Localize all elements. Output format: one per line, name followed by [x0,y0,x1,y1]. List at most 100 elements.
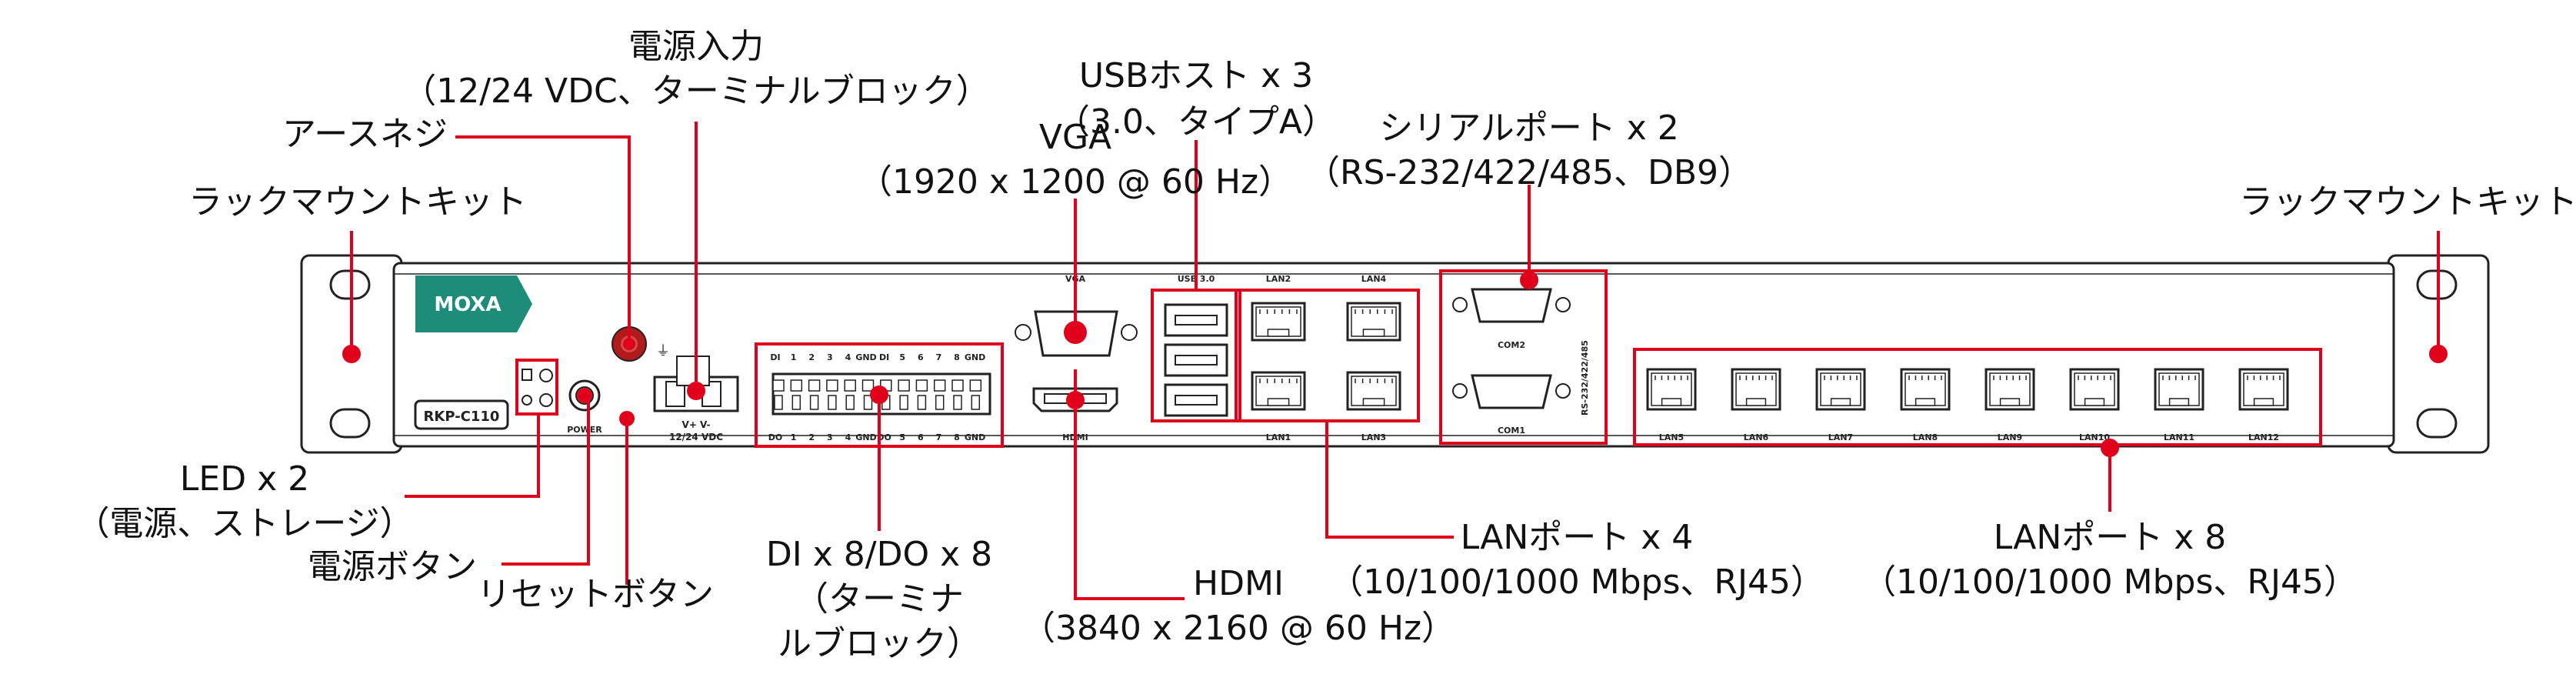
com2-text: COM2 [1498,340,1525,350]
di-pin-label: GND [965,352,985,362]
do-pin-label: 7 [936,432,942,442]
di-pin-label: 1 [791,352,797,362]
di-pin-label: 6 [918,352,924,362]
di-pin-label: DI [879,352,889,362]
power-terminal-block: V+ V- 12/24 VDC [653,356,739,442]
com1-text: COM1 [1498,426,1525,436]
usb-host-label: USBホスト x 3 [1078,56,1314,95]
lan-label: LAN5 [1659,432,1684,442]
di-pin-label: DI [770,352,780,362]
serial-port-label: シリアルポート x 2 [1379,108,1679,148]
do-pin-label: 4 [845,432,851,442]
do-pin-label: GND [855,432,876,442]
rj45-port [1900,368,1951,411]
terminal-voltage-text: 12/24 VDC [669,432,723,442]
logo-text: MOXA [434,293,501,316]
do-pin-label: 1 [791,432,797,442]
di-pin-label: 4 [845,352,851,362]
rack-mount-kit-right-label: ラックマウントキット [2239,182,2576,222]
lan-label: LAN2 [1266,274,1291,284]
rj45-port [1731,368,1781,411]
dio-screw [808,379,821,410]
dio-screw [951,379,964,410]
do-pin-label: GND [965,432,985,442]
dio-label: DI x 8/DO x 8 [765,535,993,574]
do-pin-label: 8 [954,432,960,442]
do-pin-label: 5 [899,432,905,442]
di-pin-label: GND [855,352,876,362]
lan-label: LAN4 [1361,274,1387,284]
rj45-port [1251,371,1306,411]
rj45-port [1346,302,1401,342]
di-pin-label: 7 [936,352,942,362]
lan-label: LAN1 [1266,432,1291,442]
dio-screw [861,379,875,410]
svg-text:⏚: ⏚ [656,343,670,359]
dio-screw [790,379,803,410]
dio-screw [826,379,838,410]
lan-label: LAN3 [1361,432,1386,442]
usb-spec-label: （3.0、タイプA） [1055,102,1337,142]
do-pin-label: DO [768,432,782,442]
serial-ports-graphic: COM2 COM1 RS-232/422/485 [1439,269,1608,445]
lan-label: LAN12 [2248,432,2279,442]
di-pin-label: 8 [954,352,960,362]
power-button-label: 電源ボタン [308,547,477,586]
power-text: POWER [567,425,602,435]
moxa-logo: MOXA [415,275,532,332]
leader-lines [342,122,2448,600]
lan-label: LAN7 [1828,432,1853,442]
model-text: RKP-C110 [424,409,500,425]
rack-mount-kit-left-label: ラックマウントキット [188,182,527,222]
power-input-label: 電源入力 [628,27,764,66]
serial-spec-label: （RS-232/422/485、DB9） [1305,153,1753,192]
com1-connector: COM1 [1452,374,1571,436]
di-pin-label: 5 [899,352,905,362]
vga-spec-label: （1920 x 1200 @ 60 Hz） [858,162,1293,202]
lan-label: LAN6 [1744,432,1769,442]
dio-screw [844,379,856,410]
lan-label: LAN10 [2079,432,2110,442]
rj45-port [1815,368,1866,411]
dio-spec-label-1: （ターミナ [795,579,964,619]
terminal-pin-text: V+ V- [682,419,711,430]
do-pin-label: 6 [918,432,924,442]
lan-label: LAN11 [2164,432,2194,442]
model-plate: RKP-C110 [414,399,509,430]
rj45-port [2154,368,2204,411]
dio-screw [772,379,785,410]
lan-label: LAN9 [1998,432,2022,442]
di-pin-label: 3 [827,352,833,362]
rj45-port [1646,368,1697,411]
earth-screw-label: アースネジ [282,115,448,154]
do-pin-label: 2 [808,432,815,442]
dio-screw [898,379,910,410]
lan-ports-4-label: LANポート x 4 [1460,518,1694,557]
com2-connector: COM2 [1452,288,1571,350]
usb-ports-graphic: USB 3.0 [1151,274,1241,422]
dio-screw [933,379,946,410]
led-label: LED x 2 [179,459,310,499]
rj45-port [1251,302,1306,342]
rj45-port [1984,368,2035,411]
di-pin-label: 2 [808,352,815,362]
dio-screw [969,379,982,410]
reset-button-label: リセットボタン [477,575,714,614]
lan-ports-4-spec-label: （10/100/1000 Mbps、RJ45） [1329,562,1825,602]
rj45-port [2069,368,2120,411]
hdmi-spec-label: （3840 x 2160 @ 60 Hz） [1021,609,1456,648]
dio-screw [915,379,928,410]
led-spec-label: （電源、ストレージ） [75,504,414,543]
power-input-spec-label: （12/24 VDC、ターミナルブロック） [402,72,990,111]
rj45-port [2238,368,2289,411]
lan-ports-8-spec-label: （10/100/1000 Mbps、RJ45） [1862,562,2358,602]
rs-vertical-text: RS-232/422/485 [1580,340,1590,416]
rj45-port [1346,371,1401,411]
vga-label: VGA [1038,118,1112,157]
lan-label: LAN8 [1913,432,1938,442]
lan-ports-8-label: LANポート x 8 [1993,518,2227,557]
do-pin-label: 3 [827,432,833,442]
